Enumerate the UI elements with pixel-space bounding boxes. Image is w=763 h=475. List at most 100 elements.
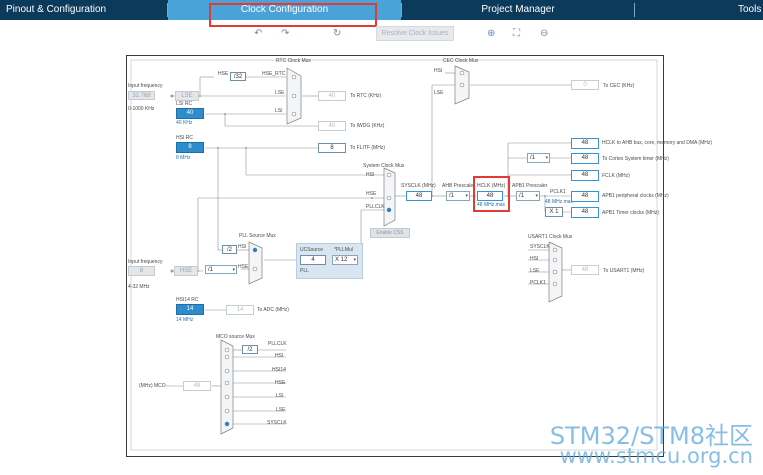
flitf-output-label: To FLITF (MHz) — [350, 145, 385, 151]
highlight-hclk — [473, 176, 510, 212]
pll-hsi-divider: /2 — [222, 245, 237, 254]
cec-lse-label: LSE — [434, 90, 444, 96]
pll-mul-label: *PLLMul — [334, 247, 353, 253]
lsi-oscillator: 40 — [176, 108, 204, 119]
tab-pinout-configuration[interactable]: Pinout & Configuration — [6, 4, 107, 15]
pll-name-label: PLL — [300, 268, 309, 274]
tab-clock-configuration[interactable]: Clock Configuration — [168, 0, 401, 20]
pll-hsi-label: HSI — [238, 244, 247, 250]
rtc-hse-divider: /32 — [230, 72, 246, 81]
sysmux-pllclk-label: PLLCLK — [366, 204, 385, 210]
hclk-max-label: 48 MHz max — [477, 202, 506, 208]
tab-bar: Pinout & Configuration Clock Configurati… — [0, 0, 763, 20]
lsi-frequency: 40 KHz — [176, 120, 193, 126]
hse-input-label: Input frequency — [128, 259, 163, 265]
undo-icon[interactable]: ↶ — [254, 28, 263, 39]
zoom-in-icon[interactable]: ⊕ — [487, 28, 496, 39]
mco-pin-label: (MHz) MCO — [139, 383, 166, 389]
iwdg-output-box: 40 — [318, 121, 346, 131]
cortex-divider-select[interactable]: /1 — [527, 153, 550, 163]
hsi-title: HSI RC — [176, 135, 193, 141]
hse-frequency-input[interactable]: 8 — [128, 266, 155, 276]
lse-frequency-input[interactable]: 32.768 — [128, 91, 155, 100]
apb1-prescaler-select[interactable]: /1 — [516, 191, 540, 201]
iwdg-output-label: To IWDG (KHz) — [350, 123, 385, 129]
cec-hsi-label: HSI — [434, 68, 443, 74]
pll-input-label: UCSource — [300, 247, 324, 253]
highlight-clock-tab — [209, 3, 377, 27]
ahb-prescaler-select[interactable]: /1 — [446, 191, 470, 201]
adc-output-box: 14 — [226, 305, 254, 315]
mco-item-hsi: HSI — [275, 353, 284, 359]
hsi14-title: HSI14 RC — [176, 297, 199, 303]
mco-mux-title: MCO source Mux — [216, 334, 255, 340]
hclk-ahb-output-label: HCLK to AHB bus, core, memory and DMA (M… — [602, 140, 713, 146]
fclk-output-box: 48 — [571, 170, 599, 181]
hclk-value-box[interactable]: 48 — [477, 191, 503, 201]
pll-prediv-select[interactable]: /1 — [205, 265, 237, 274]
hsi14-oscillator: 14 — [176, 304, 204, 315]
hsi14-frequency: 14 MHz — [176, 317, 194, 323]
rtc-hse-label: HSE — [218, 71, 229, 77]
mco-item-lse: LSE — [276, 407, 286, 413]
usart1-output-label: To USART1 (MHz) — [603, 268, 645, 274]
refresh-icon[interactable]: ↻ — [333, 28, 342, 39]
zoom-out-icon[interactable]: ⊖ — [540, 28, 549, 39]
rtc-output-box: 40 — [318, 91, 346, 101]
pclk1-label: PCLK1 — [550, 189, 566, 195]
lse-input-label: Input frequency — [128, 83, 163, 89]
redo-icon[interactable]: ↷ — [281, 28, 290, 39]
adc-output-label: To ADC (MHz) — [257, 307, 289, 313]
watermark-title: STM32/STM8社区 — [549, 422, 753, 450]
sysclk-label: SYSCLK (MHz) — [401, 183, 436, 189]
timer-multiplier-box: X 1 — [545, 207, 563, 217]
cortex-timer-output-box: 48 — [571, 153, 599, 164]
cec-mux-title: CEC Clock Mux — [443, 58, 479, 64]
sysmux-hsi-label: HSI — [366, 172, 375, 178]
tab-tools[interactable]: Tools — [738, 4, 762, 15]
pll-input-value: 4 — [300, 255, 326, 265]
rtc-hse-rtc-label: HSE_RTC — [262, 71, 286, 77]
mco-item-hsi14: HSI14 — [272, 367, 286, 373]
resolve-clock-issues-button[interactable]: Resolve Clock Issues — [376, 26, 454, 41]
sysmux-hse-label: HSE — [366, 191, 377, 197]
usart-lse-label: LSE — [530, 268, 540, 274]
mco-pll-divider: /2 — [242, 345, 258, 354]
mco-item-sysclk: SYSCLK — [267, 420, 287, 426]
pll-multiplier-select[interactable]: X 12 — [332, 255, 358, 265]
hse-range-label: 4-32 MHz — [128, 284, 150, 290]
tab-project-manager[interactable]: Project Manager — [481, 4, 555, 15]
pclk1-max-label: 48 MHz max — [545, 199, 574, 205]
rtc-mux-title: RTC Clock Mux — [276, 58, 311, 64]
mco-output-box: 48 — [183, 381, 211, 391]
fit-icon[interactable]: ⛶ — [513, 28, 520, 39]
rtc-output-label: To RTC (KHz) — [350, 93, 382, 99]
mco-item-hse: HSE — [275, 380, 286, 386]
hse-oscillator: HSE — [174, 266, 198, 276]
system-clock-mux-title: System Clock Mux — [363, 163, 405, 169]
ahb-prescaler-label: AHB Prescaler — [442, 183, 475, 189]
pll-hse-label: HSE — [238, 264, 249, 270]
pll-source-mux-title: PLL Source Mux — [239, 233, 276, 239]
tab-separator — [401, 3, 402, 17]
usart1-output-box: 48 — [571, 265, 599, 275]
hclk-ahb-output-box: 48 — [571, 138, 599, 149]
tab-separator — [634, 3, 635, 17]
hclk-label: HCLK (MHz) — [477, 183, 506, 189]
lsi-title: LSI RC — [176, 101, 193, 107]
sysclk-value-box[interactable]: 48 — [406, 191, 432, 201]
watermark-url: www.stmcu.org.cn — [559, 444, 753, 468]
enable-css-button[interactable]: Enable CSS — [370, 228, 410, 238]
usart-pclk1-label: PCLK1 — [530, 280, 546, 286]
hsi-oscillator: 8 — [176, 142, 204, 153]
tab-separator — [167, 3, 168, 17]
hsi-frequency: 8 MHz — [176, 155, 191, 161]
apb1-peripheral-output-box: 48 — [571, 191, 599, 202]
rtc-lse-label: LSE — [275, 90, 285, 96]
fclk-output-label: FCLK (MHz) — [602, 173, 630, 179]
mco-item-lsi: LSI — [276, 393, 284, 399]
lse-oscillator: LSE — [175, 91, 199, 101]
usart1-mux-title: USART1 Clock Mux — [528, 234, 573, 240]
cortex-timer-output-label: To Cortex System timer (MHz) — [602, 156, 669, 162]
lse-range-label: 0-1000 KHz — [128, 106, 155, 112]
